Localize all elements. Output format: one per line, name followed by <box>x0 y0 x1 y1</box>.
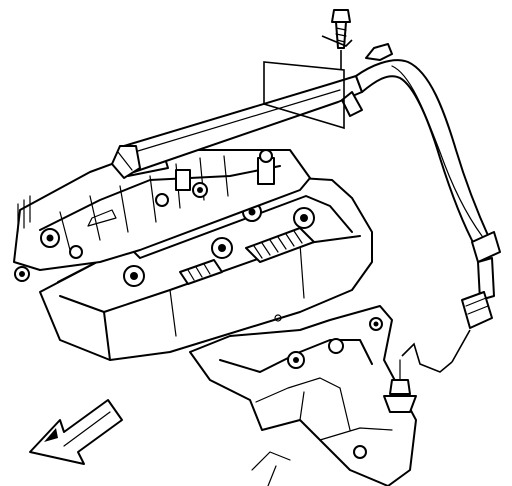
hose-icon <box>111 43 501 263</box>
leader-lines <box>263 35 471 373</box>
bolt-icon <box>383 359 417 413</box>
fitting-icon <box>461 257 495 329</box>
direction-arrow-icon <box>29 399 123 465</box>
bolt-icon <box>331 9 351 49</box>
